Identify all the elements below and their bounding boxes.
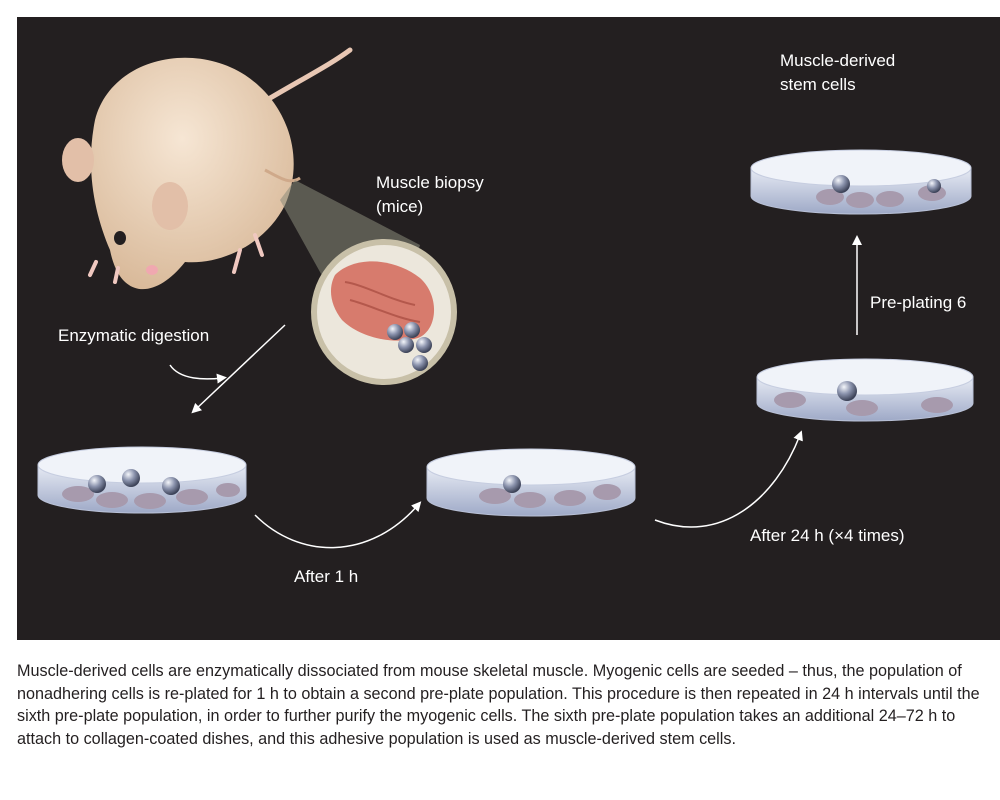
biopsy-label-line2: (mice) [376,196,423,217]
culture-dish-1 [38,447,246,513]
biopsy-label-line1: Muscle biopsy [376,172,484,193]
mouse-illustration [62,50,350,289]
after-1h-label: After 1 h [294,566,358,587]
after-1h-arrow [255,505,418,548]
figure-panel: Muscle-derived stem cells Muscle biopsy … [17,17,1000,640]
enzymatic-digestion-label: Enzymatic digestion [58,325,209,346]
culture-dish-4 [751,150,971,214]
stem-cells-label-line1: Muscle-derived [780,50,895,71]
culture-dish-2 [427,449,635,516]
culture-dish-3 [757,359,973,421]
muscle-biopsy-magnifier [314,242,454,382]
enzymatic-arrow-curved [170,365,222,379]
stem-cells-label-line2: stem cells [780,74,856,95]
after-24h-label: After 24 h (×4 times) [750,525,904,546]
preplating-label: Pre-plating 6 [870,292,966,313]
after-24h-arrow [655,435,800,527]
figure-caption: Muscle-derived cells are enzymatically d… [17,660,995,750]
